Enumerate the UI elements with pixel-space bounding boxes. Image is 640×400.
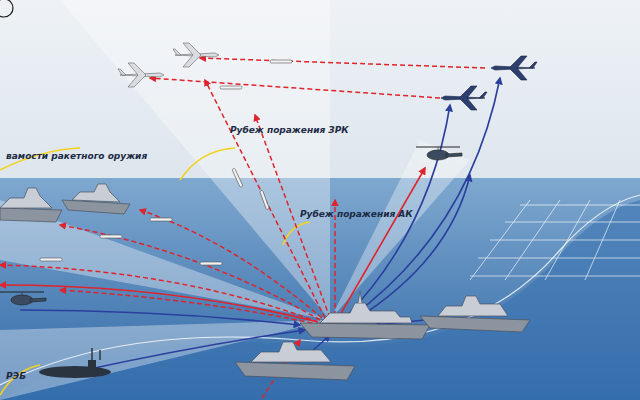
red-dashed-arrows	[0, 58, 485, 398]
corner-badge	[0, 0, 13, 17]
missiles	[40, 60, 292, 265]
radar-beams	[0, 0, 470, 400]
submarine	[39, 348, 111, 378]
fighter-jets	[118, 43, 537, 110]
annotation-label: Рубеж поражения ЗРК	[228, 126, 351, 136]
helicopters	[0, 147, 462, 305]
annotation-label: РЭБ	[4, 372, 28, 382]
annotation-label: вамости ракетного оружия	[4, 152, 149, 162]
warships	[0, 184, 530, 380]
grid	[470, 200, 640, 280]
annotation-label: Рубеж поражения АК	[298, 210, 415, 220]
solid-arrows	[0, 78, 500, 370]
